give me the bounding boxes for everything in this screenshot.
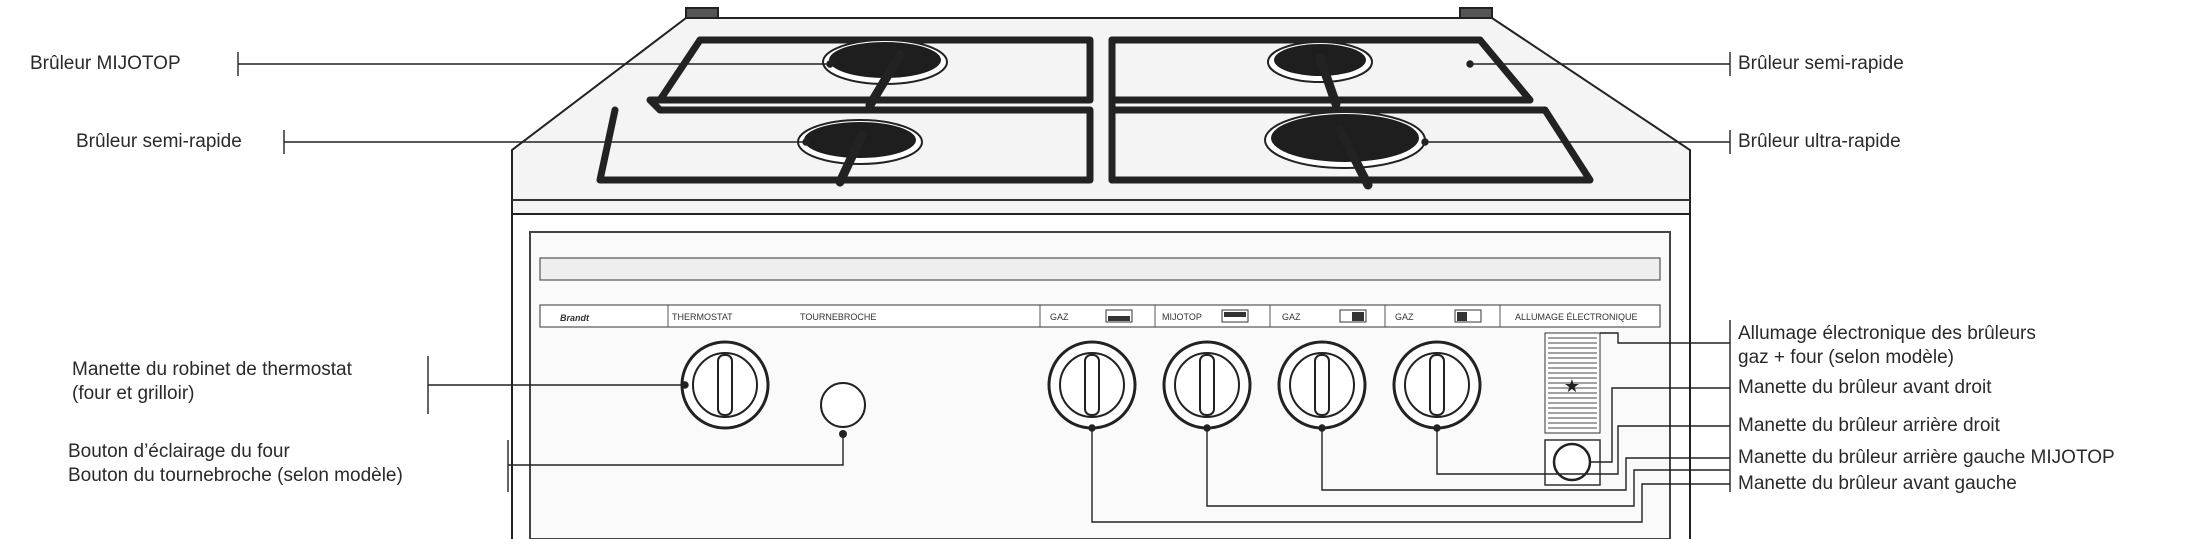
panel-label-rotisserie: TOURNEBROCHE [800,312,876,322]
label-ultra-rapid-burner: Brûleur ultra-rapide [1738,131,1901,152]
leader-lines [237,52,1731,523]
label-thermostat-knob-line1: Manette du robinet de thermostat [72,359,352,380]
pan-supports [596,36,1594,184]
label-front-left-knob: Manette du brûleur avant gauche [1738,473,2017,494]
label-oven-light-button: Bouton d’éclairage du four [68,441,290,462]
panel-label-gaz1: GAZ [1050,312,1069,322]
label-front-right-knob: Manette du brûleur avant droit [1738,377,1992,398]
cooker-body [511,7,1691,539]
panel-label-mijotop: MIJOTOP [1162,312,1202,322]
label-rotisserie-button: Bouton du tournebroche (selon modèle) [68,465,403,486]
knob-rear-right [1277,340,1367,430]
star-icon: ★ [1564,376,1580,396]
thermostat-knob [680,340,770,430]
knob-rear-left-mijotop [1162,340,1252,430]
label-mijotop-burner: Brûleur MIJOTOP [30,53,181,74]
label-semi-rapid-burner-left: Brûleur semi-rapide [76,131,242,152]
burner-semi-rapid-left [797,119,923,187]
panel-label-ignition: ALLUMAGE ÉLECTRONIQUE [1515,312,1638,322]
burner-mijotop [822,39,948,110]
label-ignition-line1: Allumage électronique des brûleurs [1738,323,2036,344]
burner-ultra-rapid [1264,111,1426,190]
panel-label-gaz2: GAZ [1282,312,1301,322]
knob-front-left [1047,340,1137,430]
label-rear-left-knob: Manette du brûleur arrière gauche MIJOTO… [1738,447,2115,468]
panel-label-thermostat: THERMOSTAT [672,312,733,322]
brand-logo: Brandt [560,313,590,323]
label-ignition-line2: gaz + four (selon modèle) [1738,347,1954,368]
panel-label-strip: Brandt THERMOSTAT TOURNEBROCHE GAZ MIJOT… [560,305,1638,327]
panel-label-gaz3: GAZ [1395,312,1414,322]
label-semi-rapid-burner-right: Brûleur semi-rapide [1738,53,1904,74]
label-thermostat-knob-line2: (four et grilloir) [72,383,195,404]
burner-semi-rapid-right [1267,41,1373,109]
label-rear-right-knob: Manette du brûleur arrière droit [1738,415,2000,436]
knob-front-right [1392,340,1482,430]
